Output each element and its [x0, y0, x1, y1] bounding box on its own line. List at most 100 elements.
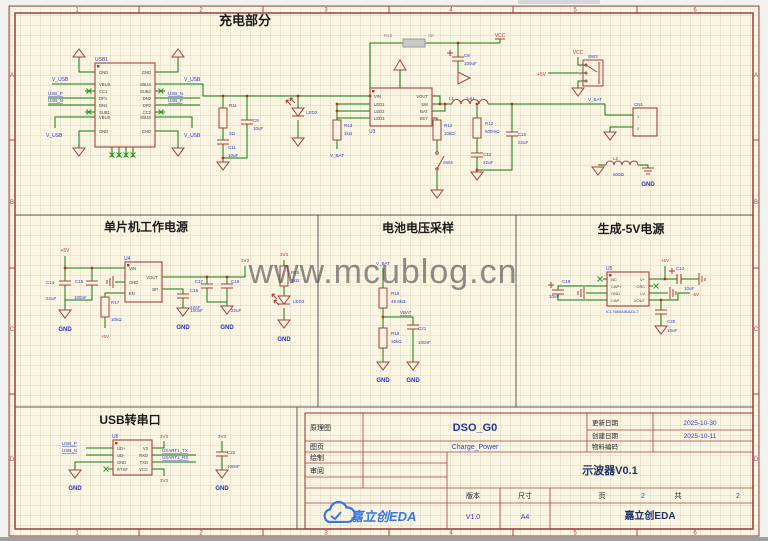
u6-pin: RTS#: [117, 467, 128, 472]
net-3v3-mcu: 3V3: [241, 258, 250, 263]
u6-pin: TXD: [140, 460, 148, 465]
cn1-pin2: 2: [637, 126, 640, 131]
c22-value: 100nF: [227, 464, 240, 469]
frame-row-marker-right: D: [754, 457, 759, 463]
net-usb-n-u6: USB_N: [62, 448, 77, 453]
led3-symbol: [271, 293, 291, 306]
title-block: 原理图 DSO_G0 更新日期 2025-10-30 创建日期 2025-10-…: [304, 412, 754, 530]
u5-ref: U5: [606, 266, 613, 272]
c20-value: 10uF: [667, 328, 678, 333]
titleblock-created-date: 2025-10-11: [684, 433, 717, 440]
usb1-pin: GND: [142, 70, 151, 75]
l1-ref: L1: [449, 96, 455, 101]
titleblock-label-total: 共: [675, 491, 682, 500]
titleblock-updated-date: 2025-10-30: [683, 420, 717, 427]
u5-pin: CAP+: [611, 284, 622, 289]
r16-resistor: [378, 287, 388, 309]
net-v-usb-tl: V_USB: [52, 77, 69, 83]
usb1-pin: VBUS: [140, 82, 152, 87]
titleblock-total-pages: 2: [736, 493, 740, 500]
u5-icl7660-body: [606, 271, 650, 307]
c16-ref: C16: [190, 288, 199, 293]
r10-value: 0Ω: [428, 33, 435, 38]
titleblock-sheet-name: Charge_Power: [452, 444, 499, 451]
titleblock-label-reviewed: 审阅: [310, 466, 324, 475]
schematic-sheet[interactable]: [9, 6, 759, 537]
titleblock-schematic-name: DSO_G0: [453, 422, 498, 434]
r18-ref: R18: [391, 331, 400, 336]
net-3v3-led: 3V3: [280, 252, 289, 257]
sw3-pin2: 2: [579, 72, 581, 76]
usb1-pin: VBUS: [99, 115, 111, 120]
section-title-battery-sampling: 电池电压采样: [382, 220, 454, 235]
section-title-usb-serial: USB转串口: [99, 412, 160, 427]
net-gnd-mcu3: GND: [220, 325, 234, 331]
r14-value: 10kΩ: [444, 131, 455, 136]
c11-ref: C11: [228, 145, 236, 150]
l2-inductor: [605, 160, 639, 166]
junction-dots: [63, 41, 667, 319]
net-v-bat-1: V_BAT: [330, 153, 344, 158]
c9-ref: C9: [253, 118, 259, 123]
net-v-usb-br: V_USB: [184, 133, 201, 139]
titleblock-label-size: 尺寸: [518, 491, 532, 500]
c10-ref: C10: [518, 132, 527, 137]
usb1-pin: DN1: [99, 103, 108, 108]
net-v-usb-bl: V_USB: [46, 133, 63, 139]
frame-row-marker-right: C: [754, 327, 759, 333]
net-vcc-1: VCC: [495, 33, 506, 39]
net-5v-sw3: +5V: [537, 72, 547, 78]
net-gnd-bat2: GND: [406, 378, 420, 384]
watermark-text: www.mcublog.cn: [247, 253, 517, 291]
l1-inductor: [451, 98, 489, 105]
capacitor-plates: [59, 56, 682, 457]
u5-pin: VOUT: [634, 298, 646, 303]
u4-pin: BP: [152, 287, 158, 292]
r17-resistor: [100, 296, 110, 318]
c15-ref: C15: [75, 279, 84, 284]
net-v-bat-2: V_BAT: [588, 97, 602, 102]
net-neg5v: -5V: [692, 292, 699, 297]
u4-pin: VOUT: [146, 275, 158, 280]
jlc-eda-logo: 嘉立创EDA: [323, 500, 416, 524]
frame-col-marker-top: 6: [693, 8, 697, 14]
r11-ref: R11: [229, 103, 237, 108]
c8-value: 100uF: [464, 61, 477, 66]
usb1-pin: VBUS: [99, 82, 111, 87]
r17-value: 10kΩ: [111, 317, 122, 322]
titleblock-label-page: 页: [599, 492, 606, 500]
cn1-pin1: 1: [637, 114, 640, 119]
frame-col-marker-top: 4: [449, 8, 453, 14]
u5-pin: V+: [640, 277, 646, 282]
logo-text: 嘉立创EDA: [349, 509, 416, 524]
frame-col-marker-top: 1: [75, 8, 79, 14]
titleblock-label-code: 物料编码: [592, 442, 619, 451]
r10-ref: R10: [384, 33, 393, 38]
section-title-neg5v: 生成-5V电源: [598, 221, 665, 236]
u5-pin: NC: [611, 277, 617, 282]
net-usb-p-r: USB_P: [168, 98, 183, 103]
c13-ref: C13: [676, 266, 685, 271]
usb1-pin: SUB2: [140, 89, 152, 94]
u4-pin: EN: [129, 291, 135, 296]
r18-resistor: [378, 327, 388, 349]
net-usb-p-l: USB_P: [48, 91, 63, 96]
net-5v-mcu: +5V: [60, 248, 70, 254]
sw3-pin1: 1: [579, 64, 581, 68]
frame-col-marker-bottom: 6: [693, 531, 697, 537]
sw3-pin3: 3: [579, 80, 581, 84]
frame-col-marker-top: 3: [324, 8, 328, 14]
net-usart1-tx: USART1_TX: [162, 448, 188, 453]
components-layer: [58, 38, 706, 479]
u6-ref: U6: [112, 434, 119, 440]
u6-pin: VCC: [139, 467, 148, 472]
net-usb-p-u6: USB_P: [62, 441, 77, 446]
r14-ref: R14: [444, 123, 453, 128]
u3-pin: SW: [421, 102, 428, 107]
net-gnd-mcu2: GND: [176, 325, 190, 331]
titleblock-label-schematic: 原理图: [310, 424, 331, 432]
l2-ref: L2: [613, 156, 619, 161]
